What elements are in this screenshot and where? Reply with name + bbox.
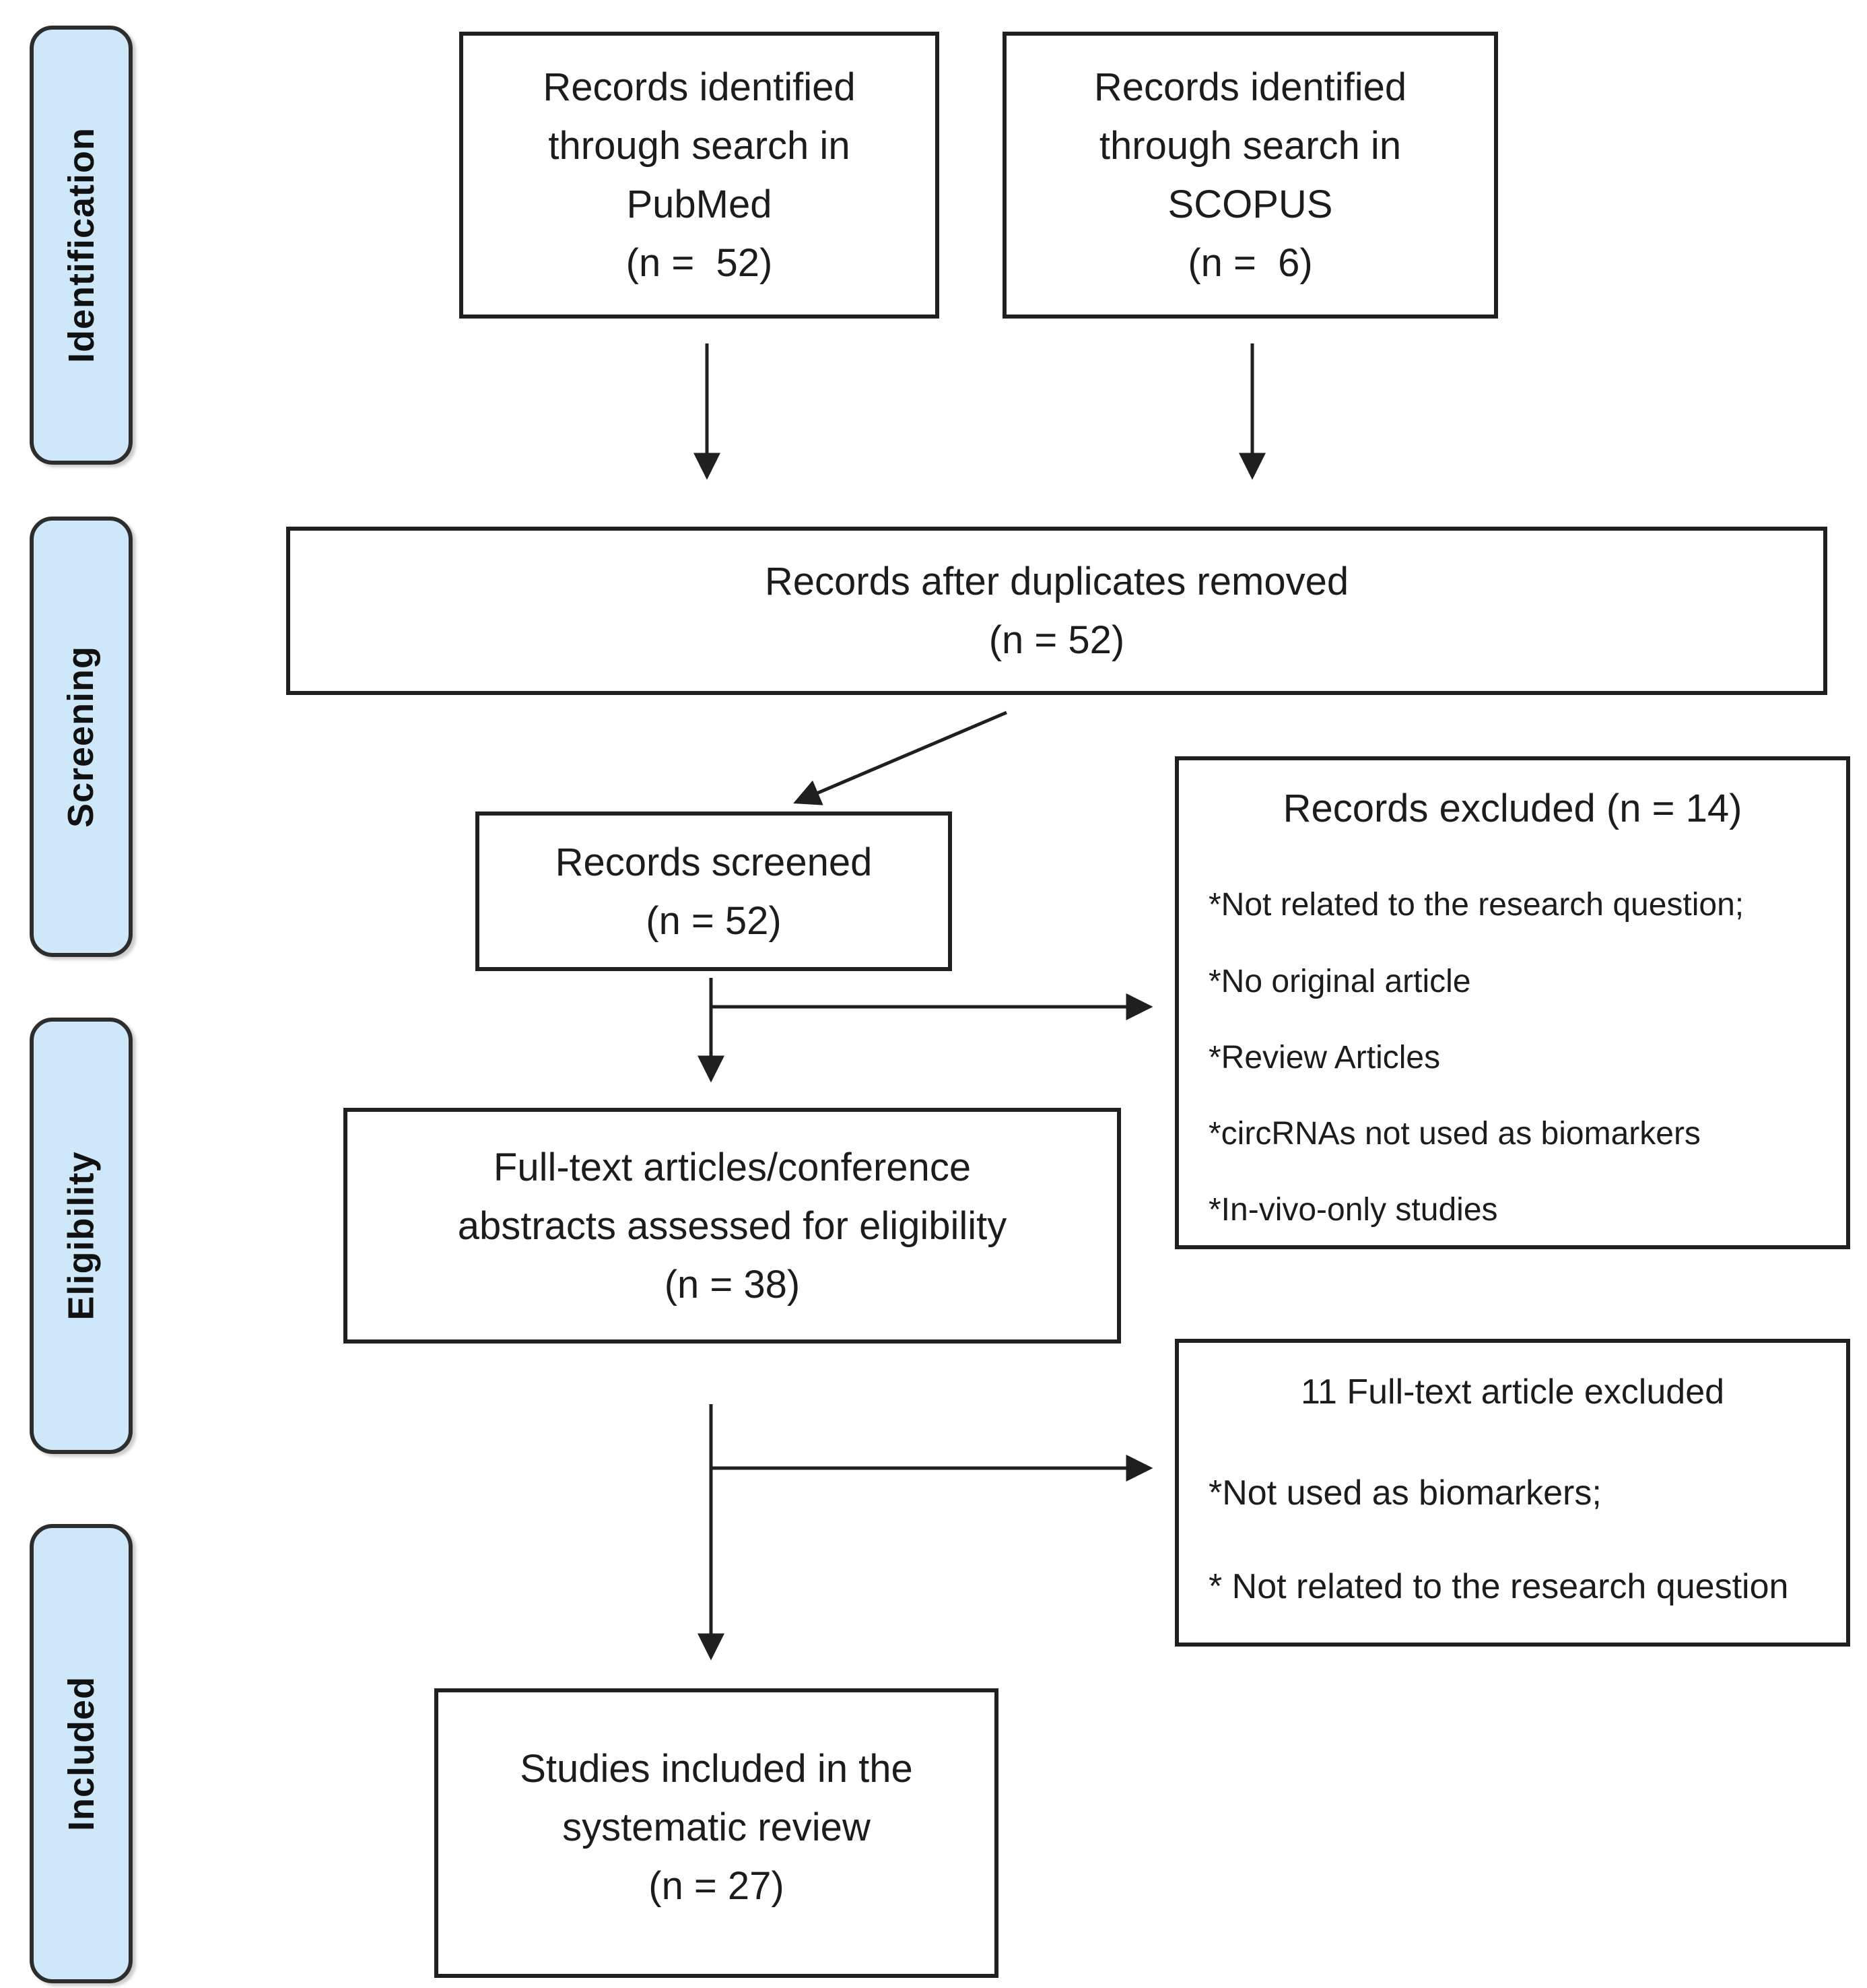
box-records-screened: Records screened (n = 52) (475, 811, 952, 971)
box-records-identified-pubmed-text: Records identified through search in Pub… (543, 65, 856, 285)
fulltext-excluded-reason: *Not used as biomarkers; (1209, 1473, 1602, 1513)
stage-pill-included: Included (30, 1524, 133, 1983)
fulltext-excluded-reason: * Not related to the research question (1209, 1567, 1789, 1607)
records-excluded-reason: *Not related to the research question; (1209, 887, 1744, 923)
stage-label-identification: Identification (61, 127, 102, 363)
records-excluded-reason: *In-vivo-only studies (1209, 1192, 1498, 1228)
box-records-after-duplicates: Records after duplicates removed (n = 52… (286, 527, 1827, 695)
stage-label-included: Included (61, 1676, 102, 1832)
stage-label-screening: Screening (61, 645, 102, 828)
box-records-excluded-title: Records excluded (n = 14) (1283, 787, 1742, 830)
box-records-screened-text: Records screened (n = 52) (555, 840, 873, 943)
stage-pill-eligibility: Eligibility (30, 1018, 133, 1454)
records-excluded-reason: *Review Articles (1209, 1039, 1441, 1075)
records-excluded-reason: *circRNAs not used as biomarkers (1209, 1115, 1701, 1152)
stage-pill-screening: Screening (30, 517, 133, 957)
records-excluded-reason: *No original article (1209, 963, 1471, 999)
box-records-identified-scopus: Records identified through search in SCO… (1003, 32, 1498, 319)
box-studies-included: Studies included in the systematic revie… (434, 1688, 998, 1978)
box-fulltext-assessed-text: Full-text articles/conference abstracts … (457, 1145, 1007, 1306)
box-records-excluded: Records excluded (n = 14) *Not related t… (1175, 756, 1850, 1249)
box-records-after-duplicates-text: Records after duplicates removed (n = 52… (764, 560, 1349, 662)
box-fulltext-excluded-title: 11 Full-text article excluded (1300, 1372, 1725, 1412)
stage-pill-identification: Identification (30, 26, 133, 465)
box-records-identified-scopus-text: Records identified through search in SCO… (1093, 65, 1407, 285)
arrow-duplicates-to-screened (793, 710, 1007, 805)
box-studies-included-text: Studies included in the systematic revie… (520, 1747, 913, 1908)
box-fulltext-assessed: Full-text articles/conference abstracts … (343, 1108, 1121, 1344)
box-records-identified-pubmed: Records identified through search in Pub… (459, 32, 939, 319)
box-fulltext-excluded: 11 Full-text article excluded *Not used … (1175, 1339, 1850, 1647)
stage-label-eligibility: Eligibility (61, 1151, 102, 1321)
